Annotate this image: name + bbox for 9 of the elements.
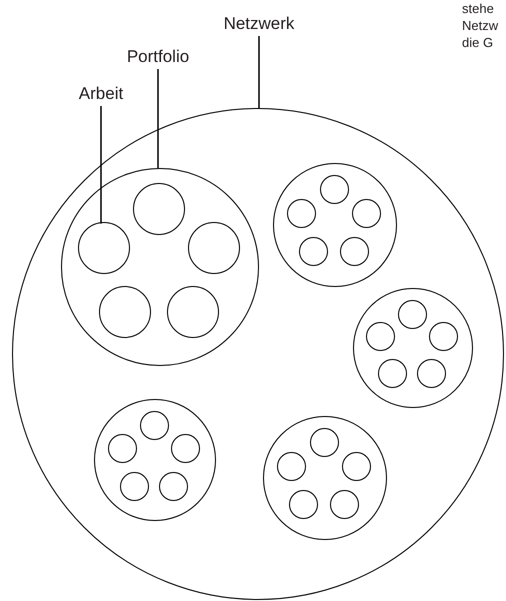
- leader-line: [258, 36, 260, 108]
- note-text: die G: [462, 34, 494, 51]
- label-text: Portfolio: [126, 47, 190, 67]
- leader-line: [100, 106, 102, 224]
- leader-line: [157, 69, 159, 168]
- note-text: Netzw: [462, 17, 498, 34]
- note-text: stehe: [462, 0, 495, 17]
- label-text: Arbeit: [78, 84, 124, 104]
- label-text: Netzwerk: [224, 14, 294, 34]
